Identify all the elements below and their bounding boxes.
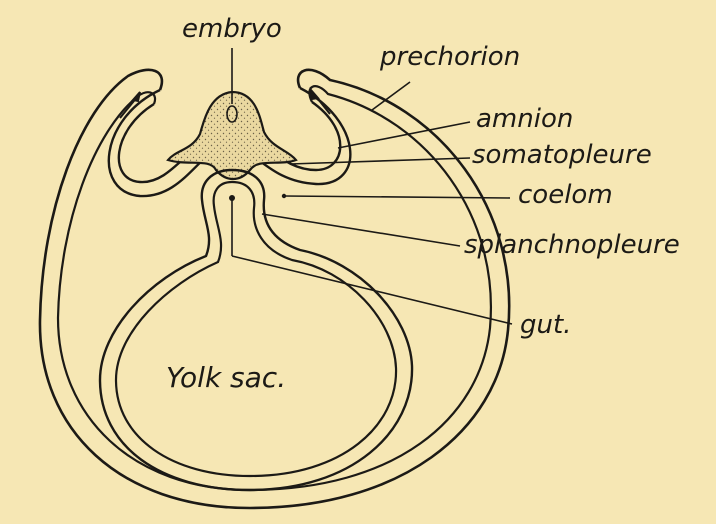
label-somatopleure: somatopleure — [472, 142, 652, 168]
label-prechorion: prechorion — [380, 44, 520, 70]
coelom-dot — [282, 194, 286, 198]
leader-coelom — [284, 196, 510, 198]
label-splanchnopleure: splanchnopleure — [464, 232, 680, 258]
leader-amnion — [338, 122, 470, 148]
leader-gut — [232, 256, 512, 324]
label-amnion: amnion — [476, 106, 573, 132]
leader-somatopleure — [290, 158, 470, 164]
label-coelom: coelom — [518, 182, 613, 208]
leader-splanchnopleure — [262, 214, 460, 246]
label-yolk-sac: Yolk sac. — [166, 364, 286, 392]
yolk-sac-outer-wall — [100, 170, 412, 490]
label-embryo: embryo — [182, 16, 282, 42]
embryo-body — [168, 92, 296, 179]
gut-cavity-dot — [229, 195, 235, 201]
yolk-sac-inner-wall — [116, 182, 396, 476]
label-gut: gut. — [520, 312, 571, 338]
